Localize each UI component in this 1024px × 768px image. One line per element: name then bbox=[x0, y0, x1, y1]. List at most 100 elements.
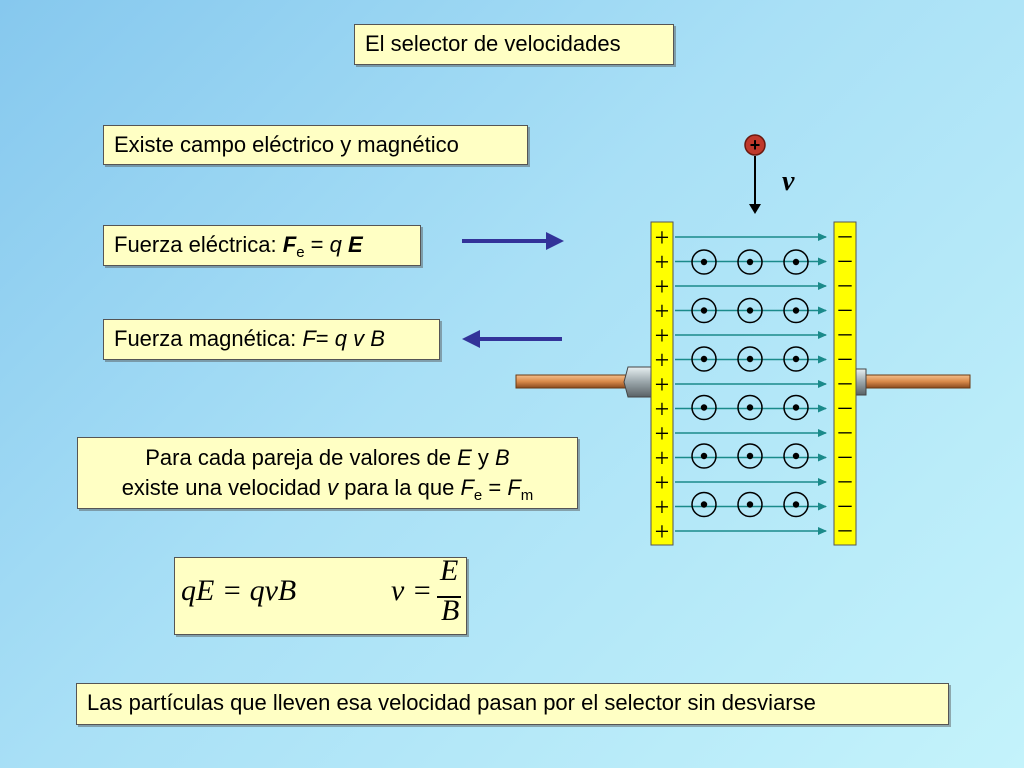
minus-sign: – bbox=[838, 514, 853, 543]
minus-sign: – bbox=[838, 392, 853, 421]
page-title: El selector de velocidades bbox=[365, 31, 621, 56]
magnetic-field-dots bbox=[691, 249, 809, 518]
left-rod bbox=[515, 374, 633, 389]
field-out-of-page-symbol bbox=[737, 491, 763, 518]
condition-sub1: e bbox=[473, 487, 483, 504]
plus-sign: + bbox=[655, 395, 670, 424]
magnetic-force-equals: = bbox=[315, 326, 335, 351]
minus-sign: – bbox=[838, 245, 853, 274]
electric-force-label: Fuerza eléctrica: bbox=[114, 232, 283, 257]
positive-plate bbox=[650, 221, 674, 546]
plus-sign: + bbox=[655, 517, 670, 546]
minus-sign: – bbox=[838, 269, 853, 298]
equation-numerator: E bbox=[440, 554, 459, 587]
minus-sign: – bbox=[838, 416, 853, 445]
minus-sign: – bbox=[838, 294, 853, 323]
electric-force-box: Fuerza eléctrica: Fe = q E bbox=[103, 225, 421, 266]
field-out-of-page-symbol bbox=[783, 346, 809, 372]
condition-box: Para cada pareja de valores de E y B exi… bbox=[77, 437, 578, 509]
magnetic-force-arrow bbox=[462, 330, 562, 348]
equation-box: qE = qvB v = E B bbox=[174, 554, 467, 635]
electric-field-lines bbox=[675, 233, 827, 535]
electric-force-arrow bbox=[462, 232, 564, 250]
plus-sign: + bbox=[655, 272, 670, 301]
equation-v: v = bbox=[391, 574, 433, 607]
field-statement: Existe campo eléctrico y magnético bbox=[114, 132, 459, 157]
condition-text-3: existe una velocidad bbox=[121, 475, 328, 500]
magnetic-force-charge: q bbox=[334, 326, 347, 351]
minus-sign: – bbox=[838, 367, 853, 396]
condition-text-1: Para cada pareja de valores de bbox=[145, 445, 458, 470]
plus-sign: + bbox=[655, 297, 670, 326]
electric-force-equals: = bbox=[304, 232, 330, 257]
field-out-of-page-symbol bbox=[783, 394, 809, 421]
field-statement-box: Existe campo eléctrico y magnético bbox=[103, 125, 528, 165]
electric-force-symbol: F bbox=[282, 232, 297, 257]
field-out-of-page-symbol bbox=[691, 249, 717, 275]
plus-sign: + bbox=[655, 419, 670, 448]
fraction-bar bbox=[437, 596, 461, 598]
negative-plate bbox=[833, 221, 857, 546]
right-rod bbox=[861, 374, 971, 389]
condition-E: E bbox=[457, 445, 472, 470]
minus-sign: – bbox=[838, 318, 853, 347]
minus-sign: – bbox=[838, 441, 853, 470]
condition-text-5: = bbox=[482, 475, 508, 500]
condition-line-1: Para cada pareja de valores de E y B bbox=[86, 443, 569, 473]
plus-sign: + bbox=[655, 370, 670, 399]
electric-force-charge: q bbox=[329, 232, 342, 257]
field-out-of-page-symbol bbox=[691, 491, 717, 518]
magnetic-force-velocity: v bbox=[353, 326, 365, 351]
velocity-arrow bbox=[749, 156, 761, 214]
field-out-of-page-symbol bbox=[737, 249, 763, 275]
field-out-of-page-symbol bbox=[691, 443, 717, 469]
minus-sign: – bbox=[838, 343, 853, 372]
minus-sign: – bbox=[838, 465, 853, 494]
field-out-of-page-symbol bbox=[691, 346, 717, 372]
conclusion-box: Las partículas que lleven esa velocidad … bbox=[76, 683, 949, 725]
plus-sign: + bbox=[655, 346, 670, 375]
plus-sign: + bbox=[655, 493, 670, 522]
plus-signs: +++++++++++++ bbox=[655, 223, 670, 546]
condition-v: v bbox=[327, 475, 339, 500]
title-box: El selector de velocidades bbox=[354, 24, 674, 65]
plus-sign: + bbox=[655, 468, 670, 497]
minus-sign: – bbox=[838, 220, 853, 249]
plus-sign: + bbox=[655, 248, 670, 277]
minus-sign: – bbox=[838, 490, 853, 519]
plus-sign: + bbox=[655, 321, 670, 350]
electric-force-field: E bbox=[347, 232, 363, 257]
condition-F2: F bbox=[507, 475, 521, 500]
field-out-of-page-symbol bbox=[737, 346, 763, 372]
positive-particle: + bbox=[744, 134, 766, 156]
condition-line-2: existe una velocidad v para la que Fe = … bbox=[86, 473, 569, 511]
field-out-of-page-symbol bbox=[783, 297, 809, 324]
field-out-of-page-symbol bbox=[691, 394, 717, 421]
condition-sub2: m bbox=[520, 487, 534, 504]
minus-signs: ––––––––––––– bbox=[838, 220, 853, 543]
condition-text-4: para la que bbox=[338, 475, 461, 500]
field-out-of-page-symbol bbox=[783, 443, 809, 469]
right-rod-cap bbox=[855, 368, 867, 396]
field-out-of-page-symbol bbox=[691, 297, 717, 324]
magnetic-force-label: Fuerza magnética: bbox=[114, 326, 303, 351]
field-out-of-page-symbol bbox=[737, 297, 763, 324]
plus-sign: + bbox=[655, 223, 670, 252]
condition-F1: F bbox=[460, 475, 474, 500]
equation-denominator: B bbox=[441, 594, 460, 627]
equation-lhs: qE = qvB bbox=[181, 574, 297, 607]
conclusion-text: Las partículas que lleven esa velocidad … bbox=[87, 690, 816, 715]
field-out-of-page-symbol bbox=[737, 394, 763, 421]
magnetic-force-field: B bbox=[370, 326, 385, 351]
left-rod-cap bbox=[623, 366, 653, 398]
magnetic-force-symbol: F bbox=[302, 326, 316, 351]
field-out-of-page-symbol bbox=[783, 249, 809, 275]
plus-sign: + bbox=[655, 444, 670, 473]
condition-B: B bbox=[495, 445, 510, 470]
velocity-label: v bbox=[782, 166, 795, 197]
field-out-of-page-symbol bbox=[737, 443, 763, 469]
electric-force-subscript: e bbox=[296, 244, 305, 261]
field-out-of-page-symbol bbox=[783, 491, 809, 518]
magnetic-force-box: Fuerza magnética: F= q v B bbox=[103, 319, 440, 360]
